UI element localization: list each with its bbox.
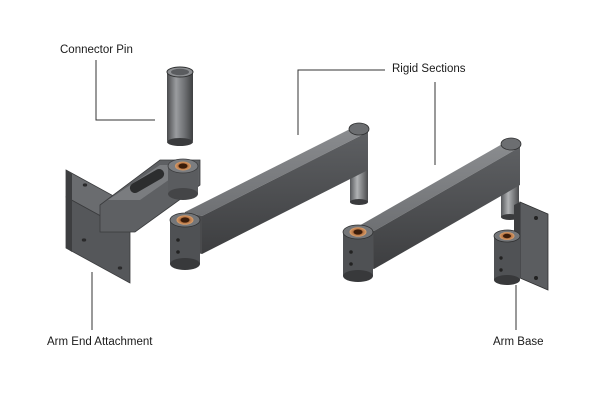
label-connector-pin: Connector Pin (60, 44, 133, 56)
connector-pin-part (166, 66, 194, 146)
label-arm-end-attachment: Arm End Attachment (47, 336, 153, 348)
rigid-section-1 (169, 122, 370, 270)
label-rigid-sections: Rigid Sections (392, 63, 466, 75)
arm-end-attachment-part (65, 158, 201, 284)
rigid-section-2 (342, 137, 522, 282)
label-arm-base: Arm Base (493, 336, 544, 348)
arm-base-part (493, 201, 549, 291)
leader-lines (91, 60, 517, 330)
leader-rigid-left (297, 69, 385, 135)
leader-connector-pin (95, 60, 155, 121)
